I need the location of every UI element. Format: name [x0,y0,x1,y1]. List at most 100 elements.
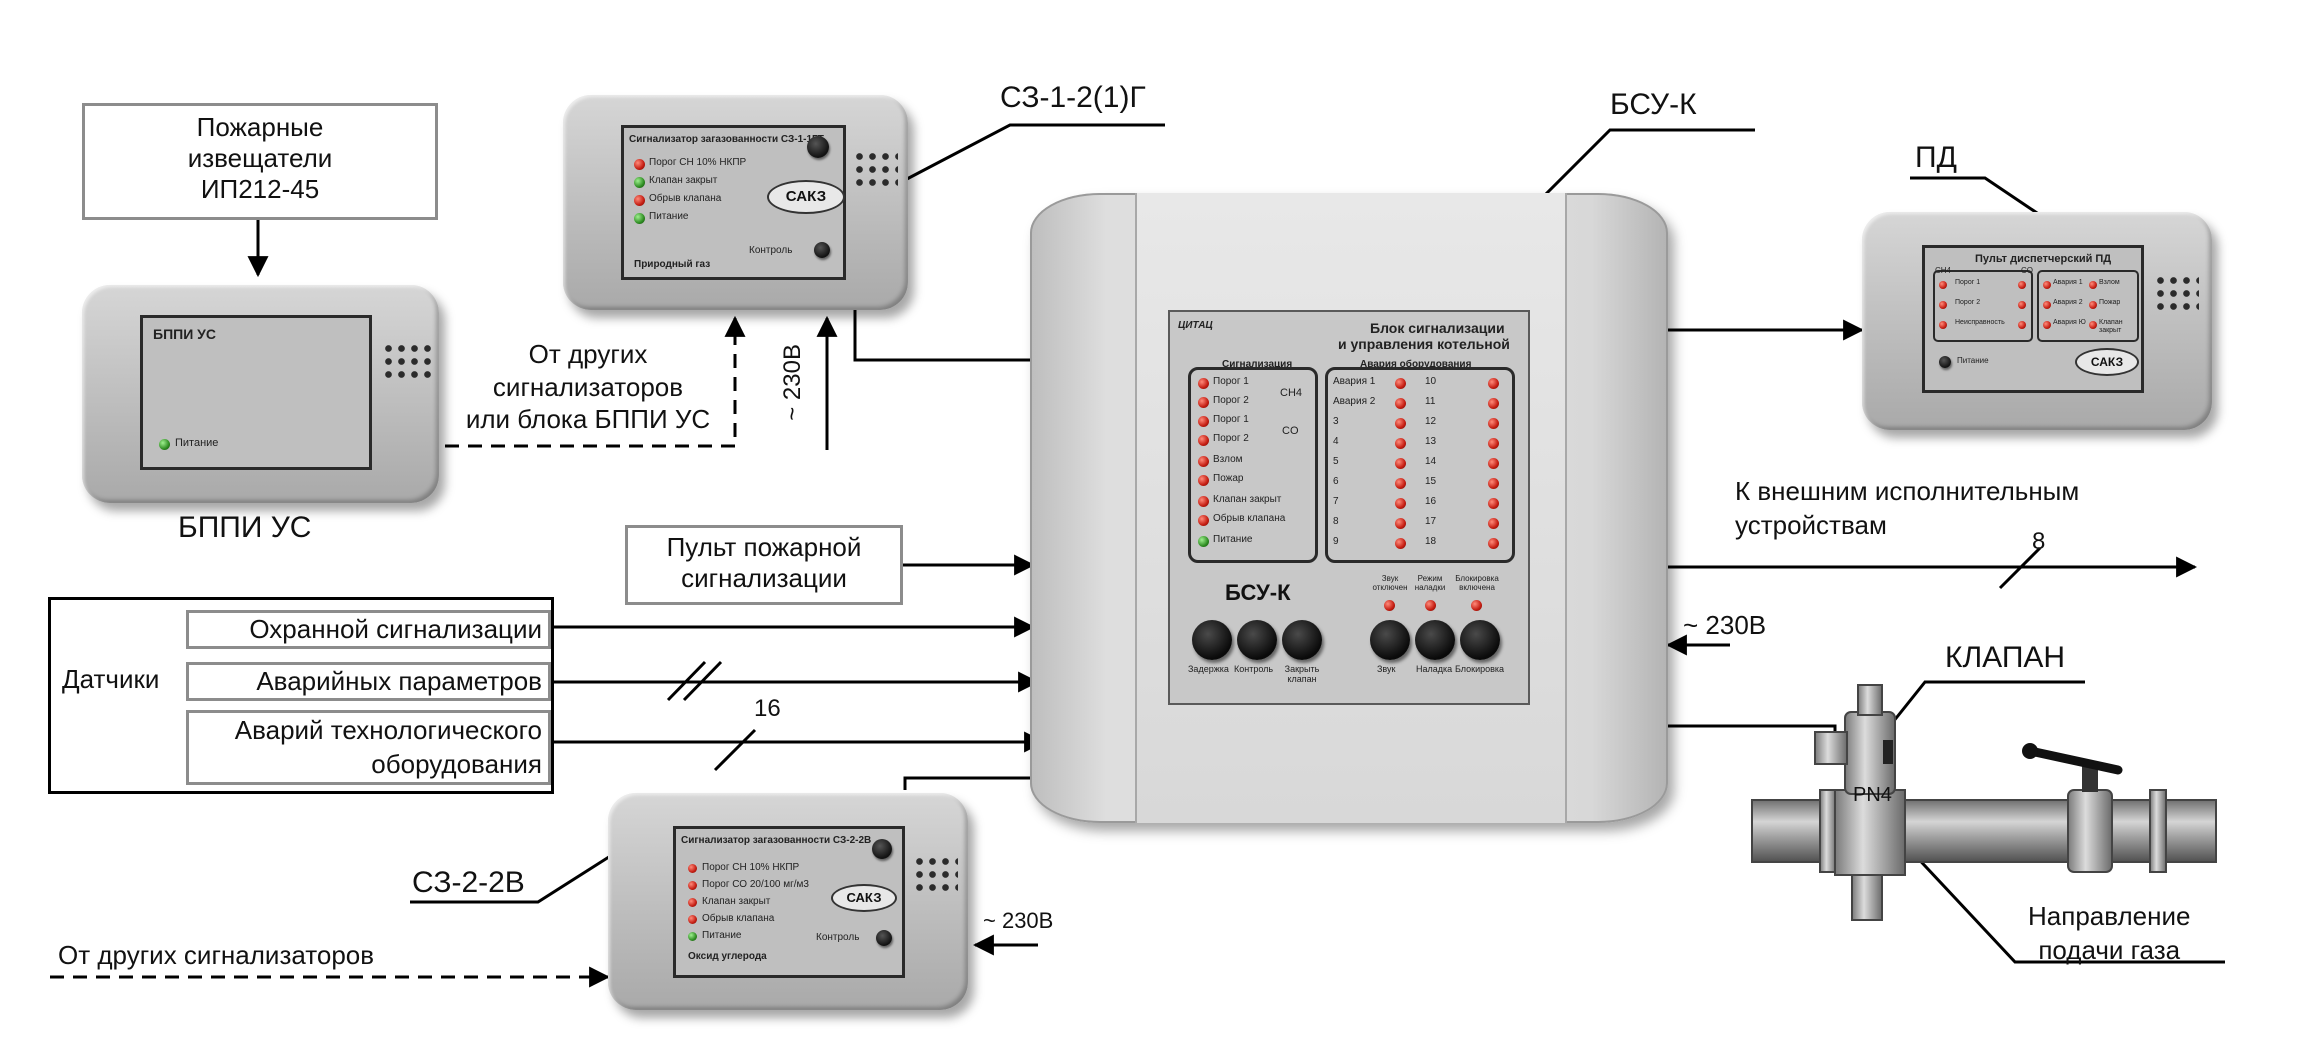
bsu-top-label-2: Блокировка включена [1455,574,1499,592]
leader-pd [1910,176,2041,217]
bsu-fail-left-led-1 [1395,398,1406,409]
sz1-brand-logo: САКЗ [767,180,845,214]
security-sensors-box: Охранной сигнализации [186,610,551,649]
to-external-devices: К внешним исполнительным устройствам [1735,475,2079,543]
sensors-label: Датчики [62,664,160,694]
sz1-valve-break-led [634,195,645,206]
sz1-valve-closed-label: Клапан закрыт [649,175,718,186]
ball-valve-stem [2082,764,2098,792]
pd-c2-led-1 [2043,301,2051,309]
bsu-fail-left-led-5 [1395,478,1406,489]
bsu-sig-led-7 [1198,515,1209,526]
pipe-flange-left [1819,789,1837,873]
pd-brand-logo: САКЗ [2075,348,2139,376]
bsu-fail-right-led-7 [1488,518,1499,529]
pd-c1r-led-2 [2018,321,2026,329]
bsu-sig-led-6 [1198,496,1209,507]
bsu-co-label: CO [1282,425,1299,437]
bsu-fail-left-led-8 [1395,538,1406,549]
pd-c3-label-1: Пожар [2099,299,2121,306]
from-other-line1: От других [528,339,648,369]
bsu-fail-left-4: 5 [1333,456,1339,467]
bsu-signal-group [1188,367,1318,563]
bsu-fail-right-6: 16 [1425,496,1437,507]
bsu-fail-left-8: 9 [1333,536,1339,547]
bsu-sound-button[interactable] [1370,620,1410,660]
bsu-fail-left-7: 8 [1333,516,1339,527]
pd-c1r-led-1 [2018,301,2026,309]
pd-screen: Пульт диспетчерский ПД CH4 CO Порог 1 По… [1922,245,2144,393]
to-external-line1: К внешним исполнительным [1735,476,2080,506]
from-other-line3: или блока БППИ УС [465,404,711,434]
sz2-device: Сигнализатор загазованности СЗ-2-2В Поро… [608,793,968,1010]
bsu-close-valve-button[interactable] [1282,620,1322,660]
bsu-sig-label-6: Клапан закрыт [1213,494,1282,505]
pd-screen-title: Пульт диспетчерский ПД [1975,253,2112,265]
bsu-sig-label-4: Взлом [1213,454,1243,465]
gas-direction-line1: Направление [2028,901,2191,931]
sz1-control-button[interactable] [814,242,830,258]
bsu-failure-header: Авария оборудования [1360,359,1472,370]
fire-detectors-line1: Пожарные [196,112,324,142]
bsu-fail-right-led-4 [1488,458,1499,469]
pd-c1r-led-0 [2018,281,2026,289]
sz2-row-label-3: Обрыв клапана [702,913,775,924]
sz2-row-label-4: Питание [702,930,742,941]
bsu-sig-led-4 [1198,456,1209,467]
line-sz1-to-bsu [853,310,1035,362]
sz2-row-led-0 [688,864,697,873]
tech-failures-line2: оборудования [371,749,542,779]
from-other-detectors-2: От других сигнализаторов [58,940,375,970]
sz2-top-knob[interactable] [872,839,892,859]
solenoid-valve-bottom [1851,874,1883,921]
to-external-line2: устройствам [1735,509,1887,540]
sz12g-label: СЗ-1-2(1)Г [1000,81,1146,114]
slash-emergency-a [666,660,707,702]
v230-small-label: ~ 230В [983,908,1054,933]
sz2-brand-logo: САКЗ [831,884,897,912]
bsu-block-button[interactable] [1460,620,1500,660]
bsu-fail-right-2: 12 [1425,416,1437,427]
sz2-screen: Сигнализатор загазованности СЗ-2-2В Поро… [673,826,905,978]
security-sensors-label: Охранной сигнализации [249,614,542,644]
sz1-top-knob[interactable] [807,136,829,158]
leader-sz2 [410,853,613,904]
emergency-params-box: Аварийных параметров [186,662,551,701]
sz1-control-label: Контроль [749,245,793,256]
sz2-control-button[interactable] [876,930,892,946]
fire-detectors-line3: ИП212-45 [200,174,320,204]
sz2-row-led-1 [688,881,697,890]
bsu-btn-label-3: Звук [1377,664,1396,674]
bsu-sig-label-7: Обрыв клапана [1213,513,1286,524]
bsu-top-led-1 [1425,600,1436,611]
bsu-fail-left-5: 6 [1333,476,1339,487]
from-other-detectors-1: От других сигнализаторов или блока БППИ … [440,338,736,436]
pn4-label: PN4 [1853,784,1892,806]
sz2-speaker-grille [913,855,958,895]
bsu-fail-left-1: Авария 2 [1333,396,1376,407]
pd-c1-label-1: Порог 2 [1955,299,1981,306]
gas-direction-line2: подачи газа [2038,934,2181,965]
sz1-valve-break-label: Обрыв клапана [649,193,722,204]
bsu-top-label-1: Режим наладки [1414,574,1446,592]
ball-valve-handle [2030,747,2123,775]
gas-direction-label: Направление подачи газа [2028,900,2190,968]
pd-c1-label-2: Неисправность [1955,319,2005,326]
bsu-sig-label-5: Пожар [1213,473,1244,484]
ball-valve-body [2067,789,2113,873]
bsu-fail-right-5: 15 [1425,476,1437,487]
bsu-ch4-label: CH4 [1280,387,1303,399]
dashed-bppi-to-sz1 [445,315,746,448]
bsu-fail-right-3: 13 [1425,436,1437,447]
bsu-screen: ЦИТАЦ Блок сигнализации и управления кот… [1168,310,1530,705]
bsu-setup-button[interactable] [1415,620,1455,660]
bsu-delay-button[interactable] [1192,620,1232,660]
bppi-us-label: БППИ УС [178,511,312,544]
sz2-row-label-1: Порог СО 20/100 мг/м3 [702,879,809,890]
bsu-fail-left-led-4 [1395,458,1406,469]
fire-alarm-panel-line1: Пульт пожарной [666,532,862,562]
bsu-control-button[interactable] [1237,620,1277,660]
bsu-fail-right-1: 11 [1425,396,1436,407]
count-16-label: 16 [754,695,781,722]
